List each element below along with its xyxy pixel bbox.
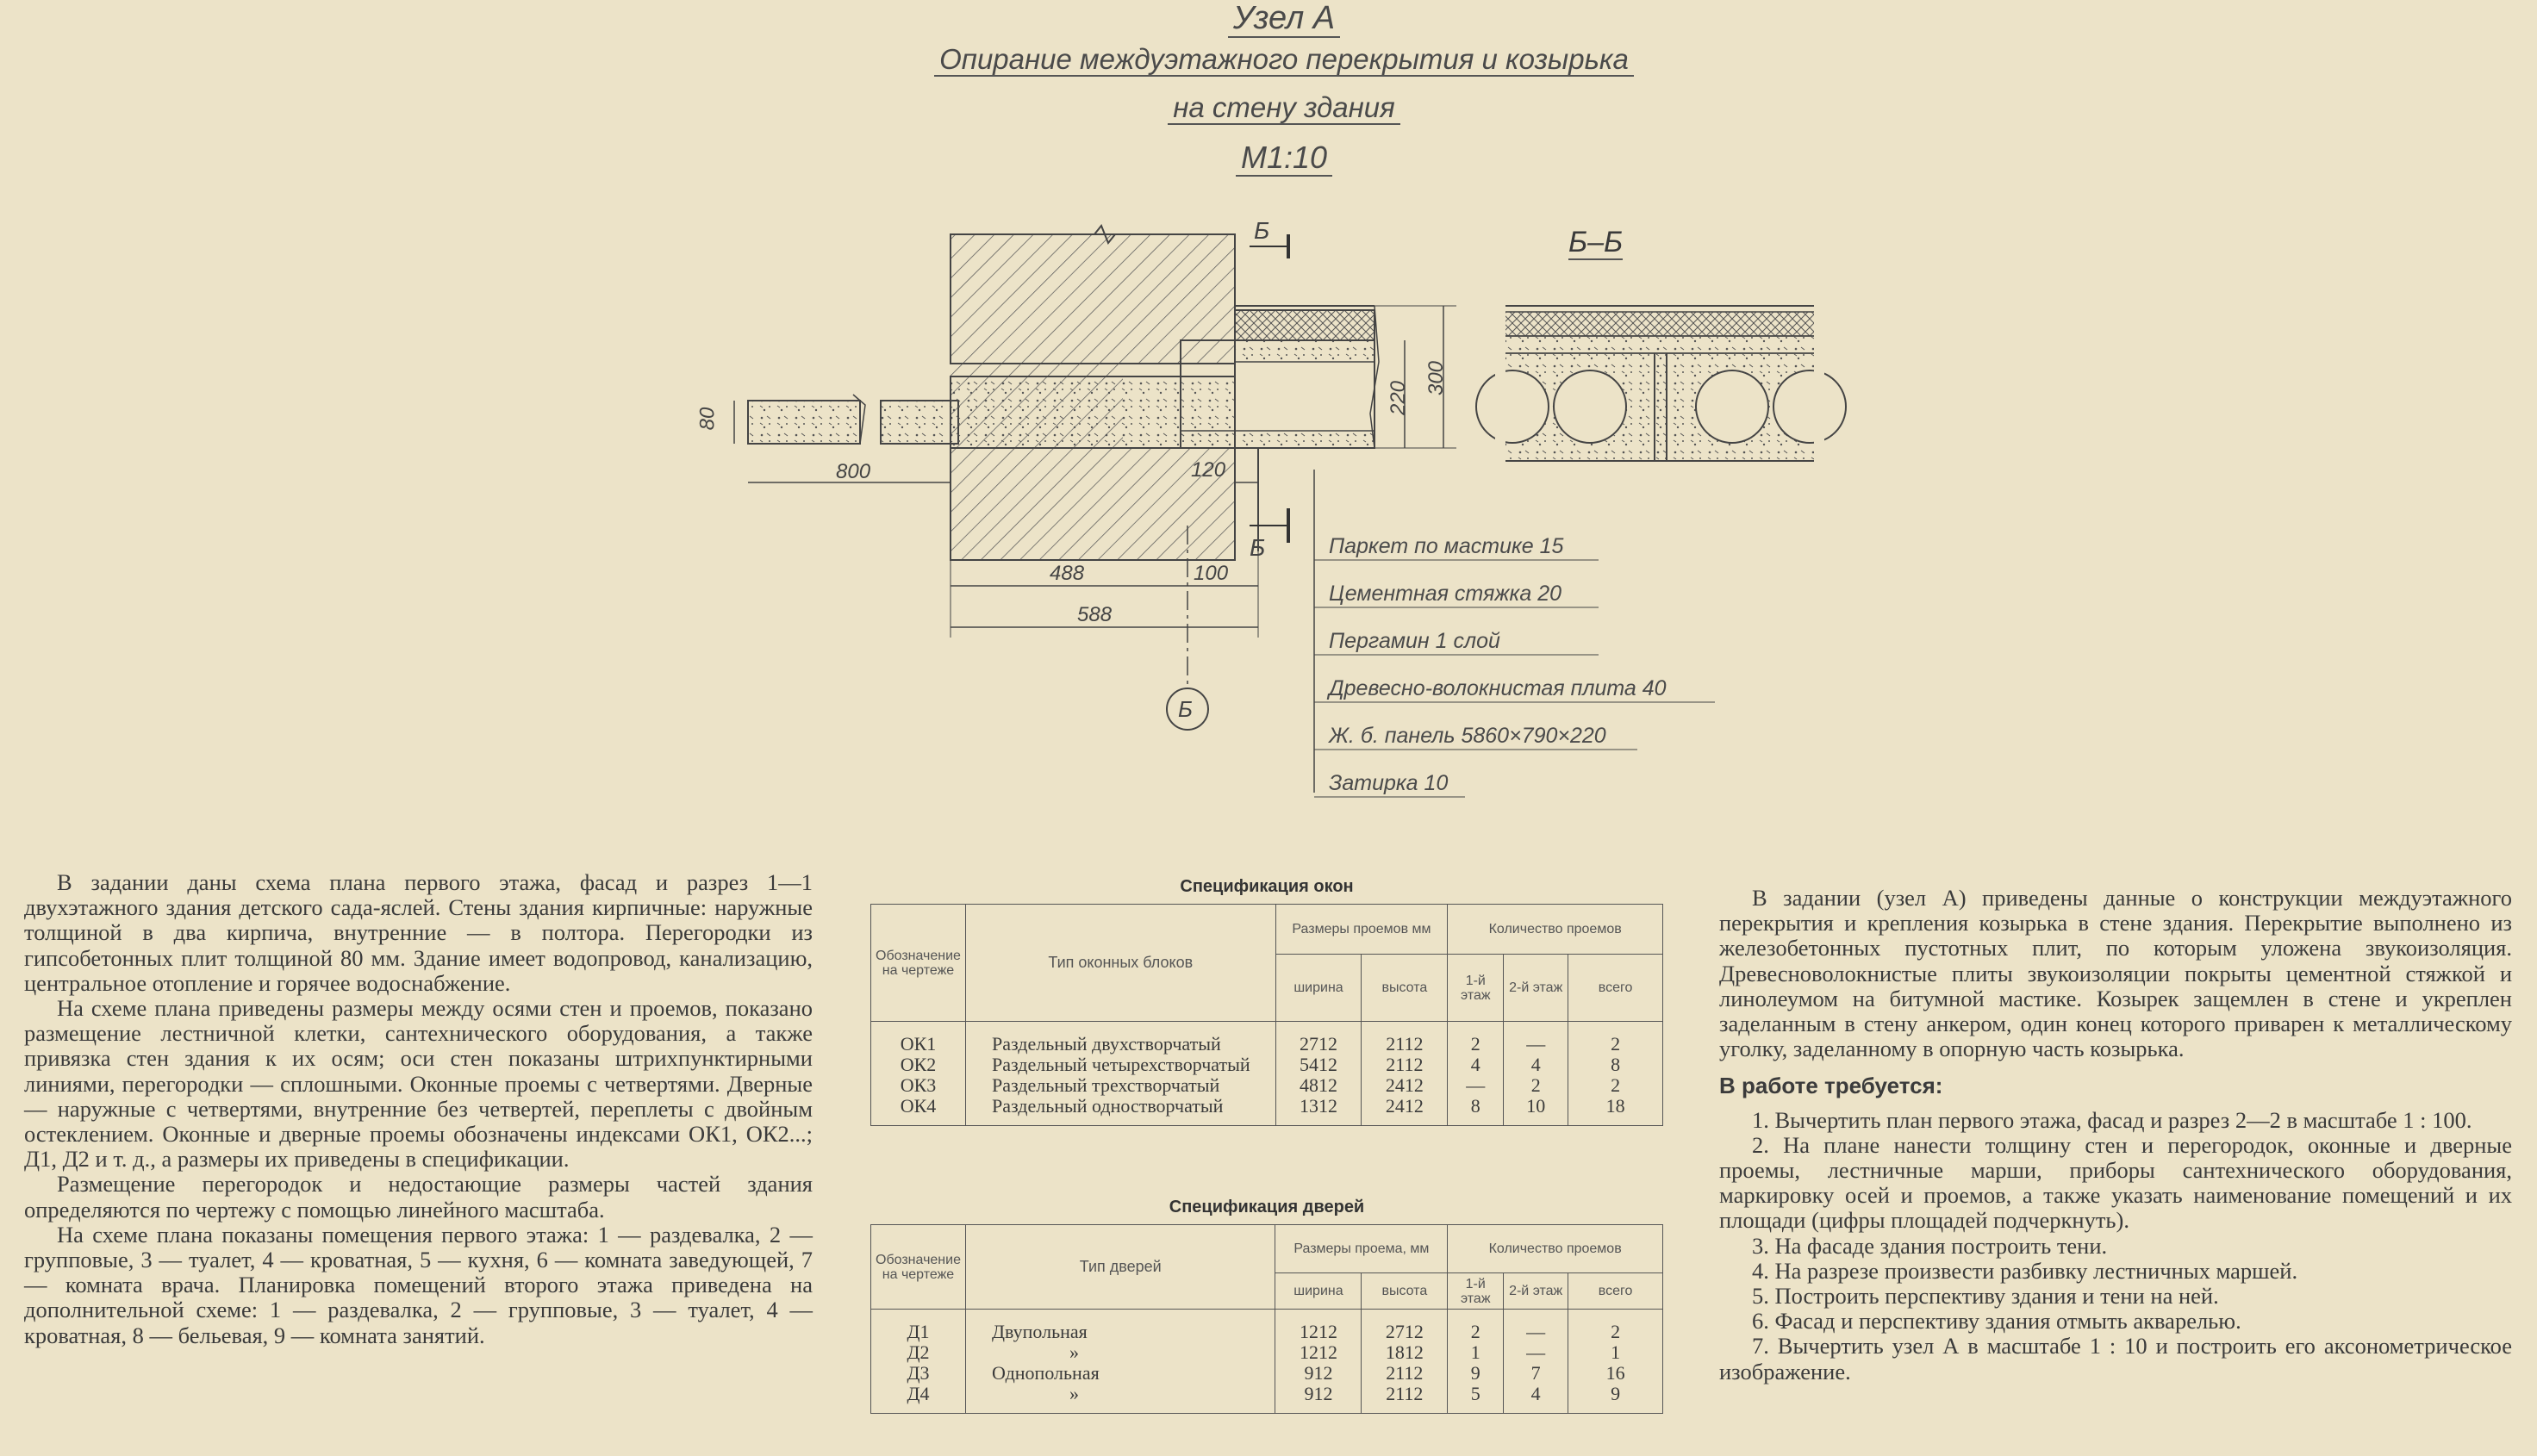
dim-488: 488: [1050, 562, 1085, 585]
paragraph: Размещение перегородок и недостающие раз…: [24, 1171, 813, 1223]
col-width: ширина: [1275, 954, 1362, 1022]
canopy-slab: [747, 400, 861, 445]
node-title: Узел А: [1086, 0, 1482, 38]
list-item: 7. Вычертить узел А в масштабе 1 : 10 и …: [1719, 1333, 2512, 1384]
col-count: Количество проемов: [1447, 904, 1663, 955]
drawing-subtitle-line1: Опирание междуэтажного перекрытия и козы…: [827, 43, 1741, 77]
layer-label-2: Цементная стяжка 20: [1329, 582, 1561, 606]
drawing-subtitle-line2: на стену здания: [1086, 91, 1482, 125]
col-designation: Обозначение на чертеже: [870, 1224, 966, 1310]
table-row: Д2 » 1212 1812 1 — 1: [870, 1342, 1663, 1363]
dim-300: 300: [1424, 360, 1449, 396]
list-item: 4. На разрезе произвести разбивку лестни…: [1752, 1257, 2298, 1284]
cut-label-top: Б: [1254, 217, 1270, 244]
list-item: 6. Фасад и перспективу здания отмыть акв…: [1752, 1308, 2241, 1335]
col-type: Тип оконных блоков: [964, 904, 1276, 1022]
table-row: ОК2 Раздельный четырехстворчатый 5412 21…: [870, 1055, 1663, 1075]
col-floor1: 1-й этаж: [1447, 1272, 1505, 1310]
section-label: Б–Б: [1568, 226, 1624, 260]
axis-label: Б: [1178, 696, 1193, 722]
table-row: Д4 » 912 2112 5 4 9: [870, 1384, 1663, 1414]
cut-label-bottom: Б: [1250, 534, 1266, 561]
table-row: ОК1 Раздельный двухстворчатый 2712 2112 …: [870, 1021, 1663, 1055]
task-description: В задании даны схема плана первого этажа…: [24, 869, 813, 1348]
node-drawing: [733, 224, 1847, 798]
list-item: 3. На фасаде здания построить тени.: [1752, 1232, 2108, 1259]
doors-spec-table: Обозначение на чертеже Тип дверей Размер…: [870, 1224, 1663, 1414]
list-item: 2. На плане нанести толщину стен и перег…: [1719, 1131, 2512, 1234]
paragraph: На схеме плана показаны помещения первог…: [24, 1221, 813, 1348]
intro-paragraph: В задании (узел А) приведены данные о ко…: [1719, 885, 2512, 1062]
col-total: всего: [1568, 1272, 1663, 1310]
windows-spec-title: Спецификация окон: [1180, 877, 1354, 896]
table-row: ОК4 Раздельный одностворчатый 1312 2412 …: [870, 1096, 1663, 1126]
doors-spec: Спецификация дверей Обозначение на черте…: [870, 1198, 1663, 1414]
col-width: ширина: [1275, 1272, 1362, 1310]
col-height: высота: [1361, 954, 1449, 1022]
layer-label-5: Ж. б. панель 5860×790×220: [1329, 724, 1606, 748]
col-floor2: 2-й этаж: [1503, 954, 1569, 1022]
col-floor1: 1-й этаж: [1447, 954, 1505, 1022]
layer-label-1: Паркет по мастике 15: [1329, 534, 1564, 558]
windows-spec: Спецификация окон Обозначение на чертеже…: [870, 877, 1663, 1126]
table-row: Д1 Двупольная 1212 2712 2 — 2: [870, 1309, 1663, 1342]
col-height: высота: [1361, 1272, 1449, 1310]
col-floor2: 2-й этаж: [1503, 1272, 1569, 1310]
layer-label-3: Пергамин 1 слой: [1329, 629, 1500, 653]
section-b-b: [1475, 302, 1847, 465]
dim-220: 220: [1387, 380, 1411, 416]
drawing-scale: М1:10: [1086, 140, 1482, 177]
col-sizes: Размеры проемов мм: [1275, 904, 1449, 955]
dim-800: 800: [836, 460, 871, 483]
dim-100: 100: [1194, 562, 1229, 585]
col-type: Тип дверей: [964, 1224, 1276, 1310]
dim-588: 588: [1077, 603, 1113, 626]
axis-marker: [1166, 688, 1209, 731]
requirements-list: 1. Вычертить план первого этажа, фасад и…: [1719, 1106, 2512, 1384]
dim-120: 120: [1191, 458, 1226, 482]
col-designation: Обозначение на чертеже: [870, 904, 966, 1022]
col-sizes: Размеры проема, мм: [1275, 1224, 1449, 1273]
paragraph: На схеме плана приведены размеры между о…: [24, 995, 813, 1173]
layer-label-4: Древесно-волокнистая плита 40: [1329, 676, 1667, 700]
table-row: Д3 Однопольная 912 2112 9 7 16: [870, 1363, 1663, 1384]
col-total: всего: [1568, 954, 1663, 1022]
dim-80: 80: [695, 407, 720, 431]
doors-spec-title: Спецификация дверей: [1169, 1198, 1365, 1216]
paragraph: В задании даны схема плана первого этажа…: [24, 869, 813, 996]
table-row: ОК3 Раздельный трехстворчатый 4812 2412 …: [870, 1075, 1663, 1096]
requirements-title: В работе требуется:: [1719, 1073, 1943, 1099]
windows-spec-table: Обозначение на чертеже Тип оконных блоко…: [870, 904, 1663, 1126]
assignment-text: В задании (узел А) приведены данные о ко…: [1719, 885, 2512, 1384]
list-item: 1. Вычертить план первого этажа, фасад и…: [1752, 1106, 2472, 1133]
list-item: 5. Построить перспективу здания и тени н…: [1752, 1283, 2219, 1310]
layer-label-6: Затирка 10: [1329, 771, 1449, 795]
col-count: Количество проемов: [1447, 1224, 1663, 1273]
brick-wall-upper: [950, 233, 1236, 364]
